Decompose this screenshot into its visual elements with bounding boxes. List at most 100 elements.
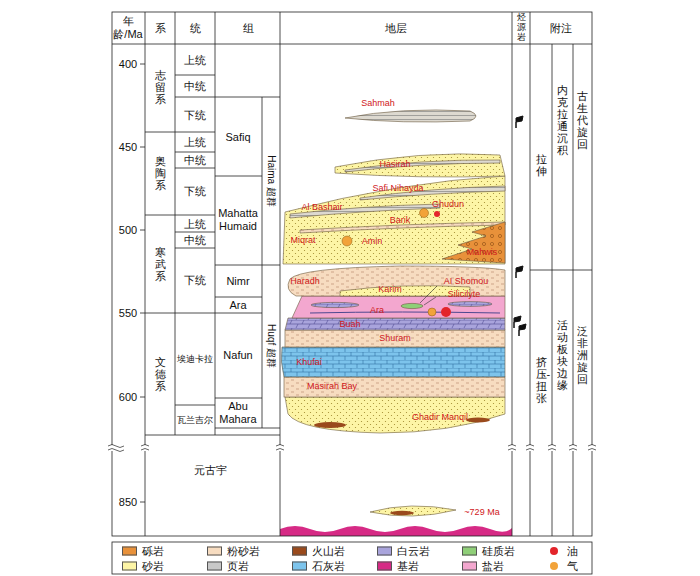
column-header: 地层 (385, 22, 407, 35)
legend-swatch (462, 547, 477, 556)
table-grid (112, 12, 592, 536)
scale-break (108, 445, 596, 452)
table-grid (145, 132, 280, 435)
legend-text: 页岩 (227, 561, 249, 572)
stratum-body (370, 506, 456, 516)
legend-text: 盐岩 (482, 561, 504, 572)
stratum-label: Shuram (379, 333, 411, 343)
table-grid (112, 44, 592, 45)
scale-break (548, 445, 596, 451)
age-value: 600 (119, 391, 137, 404)
stratum-label: Buah (339, 319, 360, 329)
stratum-body (442, 222, 505, 263)
stratum-body (448, 302, 492, 307)
stratum-label: Mahwis (467, 247, 498, 257)
table-grid (112, 12, 592, 536)
leader-line (424, 297, 436, 305)
legend-dot (550, 547, 558, 555)
source-rock-flag (514, 116, 526, 336)
source-rock-flag (519, 324, 526, 336)
legend-swatch (207, 562, 222, 571)
tectonic-note: 活动板块边缘 (557, 319, 568, 392)
tectonic-note: 拉伸 (536, 153, 547, 177)
stratum-label: Barik (390, 215, 411, 225)
stratum-label: Silicilyte (448, 289, 481, 299)
stratum-label: Masirah Bay (307, 381, 357, 391)
system-name: 寒武系 (155, 246, 166, 282)
formation-name: Nafun (223, 349, 252, 362)
table-grid (215, 97, 280, 428)
column-header: 烃源岩 (517, 13, 526, 43)
stratum-body (335, 154, 505, 177)
formation-name: Safiq (225, 131, 250, 144)
legend-text: 基岩 (397, 561, 419, 572)
legend-text: 火山岩 (312, 546, 345, 557)
legend-text: 白云岩 (397, 546, 430, 557)
leader-line (420, 286, 437, 305)
column-header: 系 (155, 22, 166, 35)
stratum-body (345, 160, 500, 172)
scale-break (508, 445, 534, 451)
legend-text: 石灰岩 (312, 561, 345, 572)
legend-text: 粉砂岩 (227, 546, 260, 557)
stratum-body (310, 312, 500, 313)
supergroup-name: Huqf 超群 (265, 324, 277, 368)
series-name: 上统 (184, 136, 206, 149)
stratum-body (390, 511, 414, 515)
series-name: 下统 (184, 109, 206, 122)
legend-swatch (377, 562, 392, 571)
series-name: 中统 (184, 154, 206, 167)
hydrocarbon-show (428, 308, 436, 316)
stratum-body (284, 377, 505, 397)
stratum-label: Khufai (296, 357, 322, 367)
tectonic-note: 挤压-扭张 (536, 356, 547, 404)
scale-break (276, 445, 284, 451)
scale-break (108, 445, 124, 452)
stratum-body (345, 110, 476, 122)
stratum-body (401, 303, 423, 308)
legend-text: 气 (567, 561, 578, 572)
leader-line (420, 286, 437, 303)
table-grid (530, 270, 592, 271)
stratum-label: Haradh (290, 276, 320, 286)
scale-break (141, 445, 149, 451)
stratum-body (285, 318, 505, 330)
hydrocarbon-show (441, 307, 451, 317)
legend-text: 硅质岩 (482, 546, 515, 557)
legend-swatch (292, 547, 307, 556)
legend-swatch (462, 562, 477, 571)
series-name: 中统 (184, 80, 206, 93)
source-rock-flag (516, 266, 523, 278)
stratum-label: Al Bashair (301, 202, 342, 212)
tectonic-note: 古生代旋回 (577, 90, 588, 150)
stratum-body (285, 330, 505, 347)
stratum-label: Ghudun (432, 199, 464, 209)
table-grid (175, 75, 215, 405)
source-rock-flag (516, 116, 523, 128)
scale-break (108, 445, 596, 451)
stratum-label: Ghadir Manqil (412, 412, 468, 422)
legend-text: 油 (567, 546, 578, 557)
stratum-body (281, 347, 505, 377)
age-value: 850 (119, 496, 137, 509)
series-name: 上统 (184, 218, 206, 231)
tectonic-note: 内克拉通沉积 (557, 84, 568, 157)
tectonic-note: 泛非洲旋回 (577, 325, 588, 385)
age-value: 550 (119, 307, 137, 320)
legend-frame (112, 542, 592, 574)
age-value: 500 (119, 224, 137, 237)
stratum-label: Sahmah (361, 98, 395, 108)
series-name: 中统 (184, 234, 206, 247)
table-grid (262, 97, 263, 428)
stratum-body (292, 296, 505, 318)
formation-name: Mahatta Humaid (216, 207, 260, 232)
legend-swatch (122, 547, 137, 556)
hydrocarbon-show (420, 209, 429, 218)
stratum-body (280, 110, 512, 536)
stratum-body (466, 417, 490, 422)
hydrocarbon-show (342, 209, 451, 318)
legend-swatch (122, 562, 137, 571)
age-value: 400 (119, 58, 137, 71)
legend-swatch (377, 547, 392, 556)
